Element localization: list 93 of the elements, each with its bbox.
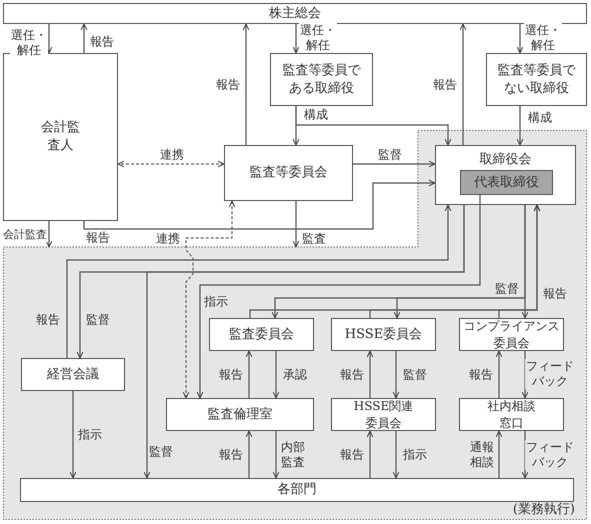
arrow — [83, 180, 436, 230]
edge-label: 報告 — [89, 34, 115, 50]
arrow — [366, 350, 374, 398]
edge-label: 監督 — [85, 312, 111, 328]
arrow — [118, 160, 224, 168]
node-label: 代表取締役 — [474, 174, 539, 192]
node-label: 取締役会 — [480, 151, 532, 169]
assembly-box — [3, 3, 587, 24]
department-bar — [20, 478, 574, 502]
edge-label: 報告 — [85, 230, 111, 246]
edge-label: 選任・解任 — [524, 23, 562, 53]
node-label: 監査倫理室 — [208, 406, 272, 424]
arrow — [80, 24, 88, 53]
arrow — [272, 351, 280, 398]
arrow — [460, 24, 466, 145]
committee-box — [224, 145, 353, 201]
edge-label: 通報相談 — [469, 440, 495, 470]
edge-label: 指示 — [203, 294, 229, 310]
edge-label: 選任・解任 — [299, 23, 337, 53]
edge-label: 連携 — [155, 232, 181, 246]
edge-label: 報告 — [339, 368, 365, 382]
arrow — [182, 200, 236, 398]
arrow — [242, 24, 250, 145]
edge-label: フィードバック — [525, 440, 575, 470]
arrow — [392, 431, 400, 478]
arrow — [522, 431, 528, 478]
arrow — [496, 350, 502, 398]
arrow — [292, 201, 300, 248]
arrow — [272, 431, 280, 478]
arrow — [516, 24, 524, 54]
node-label: 監査等委員である取締役 — [282, 62, 360, 98]
arrow — [46, 24, 52, 54]
arrow — [144, 205, 465, 478]
node-label: 監査等委員会 — [250, 164, 328, 182]
edge-label: 監督 — [377, 148, 403, 162]
committee-box — [209, 318, 314, 351]
node-label: HSSE委員会 — [344, 326, 422, 344]
arrow — [353, 160, 436, 168]
edge-label: 会計監査 — [3, 228, 47, 242]
node-label: HSSE関連委員会 — [354, 398, 414, 431]
edge-label: 報告 — [218, 448, 244, 462]
edge-label: 構成 — [303, 108, 329, 122]
node-label: 経営会議 — [47, 366, 99, 384]
arrow — [392, 351, 400, 398]
area-label: (業務執行) — [512, 501, 575, 518]
edge-label: 選任・解任 — [10, 28, 48, 58]
edge-label: 連携 — [159, 148, 185, 162]
edge-label: 指示 — [77, 428, 103, 442]
edge-label: 内部監査 — [280, 440, 306, 470]
edge-label: 報告 — [215, 78, 241, 92]
edge-label: 監査 — [301, 232, 327, 246]
arrow — [246, 430, 252, 478]
arrow — [522, 351, 528, 398]
edge-label: 承認 — [282, 368, 308, 382]
organization-box — [486, 53, 587, 106]
node-label: 会計監査人 — [41, 119, 80, 155]
edge-label: 監督 — [402, 368, 428, 382]
arrow — [522, 205, 528, 318]
edge-label: 構成 — [527, 110, 553, 126]
representative-box — [460, 170, 553, 195]
committee-box — [331, 398, 436, 431]
edge-label: フィードバック — [525, 359, 575, 389]
meeting-box — [21, 358, 125, 391]
arrow — [46, 221, 52, 248]
office-box — [166, 398, 314, 431]
node-label: 監査委員会 — [229, 326, 294, 344]
arrow — [196, 194, 481, 398]
node-label: 各部門 — [278, 481, 316, 499]
edge-label: 指示 — [402, 448, 428, 462]
node-label: 社内相談窓口 — [488, 398, 536, 431]
arrow — [496, 430, 502, 478]
committee-box — [331, 318, 436, 351]
arrow — [366, 430, 374, 478]
edge-label: 報告 — [218, 368, 244, 382]
arrow — [498, 204, 540, 318]
arrow — [70, 391, 76, 478]
arrow — [292, 24, 300, 54]
edge-label: 報告 — [542, 286, 568, 302]
desk-box — [459, 398, 564, 431]
edge-label: 報告 — [432, 78, 458, 92]
node-label: 株主総会 — [269, 4, 321, 22]
edge-label: 監督 — [494, 282, 520, 296]
board-box — [435, 145, 576, 205]
node-label: コンプライアンス委員会 — [462, 318, 560, 351]
edge-label: 監督 — [148, 444, 174, 460]
edge-label: 報告 — [468, 368, 494, 382]
edge-label: 報告 — [35, 312, 61, 328]
arrow — [295, 106, 452, 146]
node-label: 監査等委員でない取締役 — [498, 62, 576, 98]
edge-label: 報告 — [339, 448, 365, 462]
arrow — [516, 106, 524, 146]
arrow — [246, 350, 252, 398]
organization-box — [270, 53, 373, 106]
